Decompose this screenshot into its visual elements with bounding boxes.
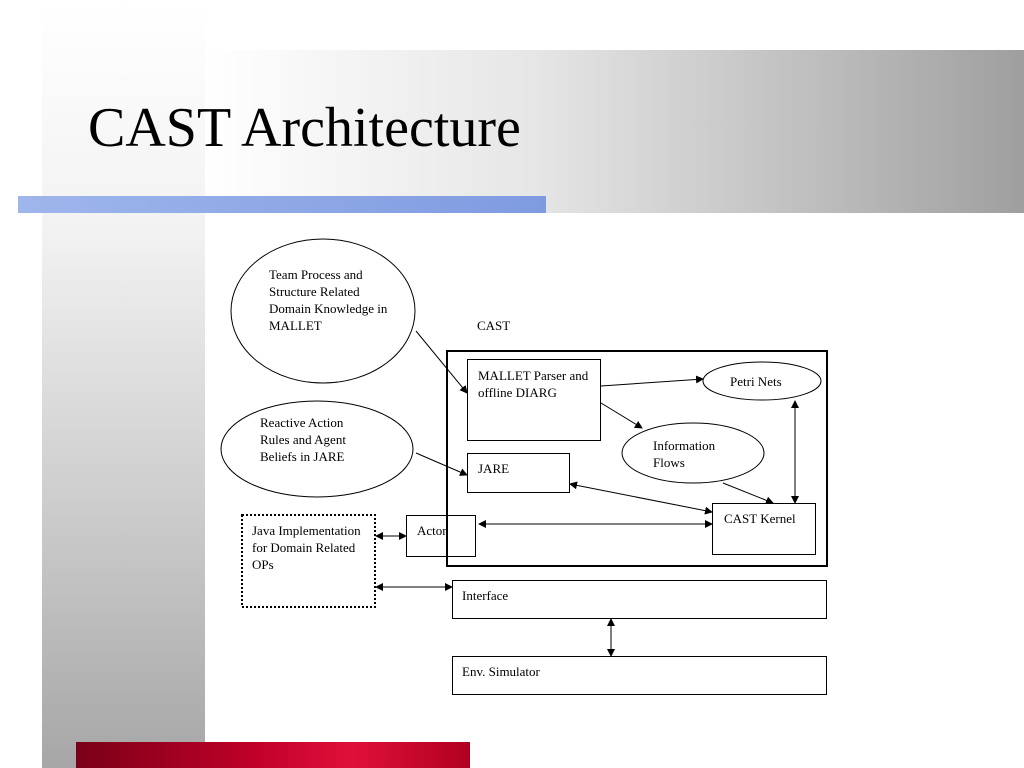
interface-box <box>452 580 827 619</box>
left-gradient-band <box>42 0 205 768</box>
actor-box <box>406 515 476 557</box>
arrow-jare-rules-to-jare <box>415 452 468 476</box>
petri-nets-label: Petri Nets <box>730 374 782 389</box>
jare-rules-label: Reactive Action Rules and Agent Beliefs … <box>260 415 346 464</box>
interface-label: Interface <box>462 588 509 603</box>
arrow-infoflows-to-kernel <box>722 482 774 505</box>
information-flows-label: Information Flows <box>653 438 716 470</box>
mallet-knowledge-label: Team Process and Structure Related Domai… <box>269 267 388 333</box>
cast-label: CAST <box>477 318 511 333</box>
arrow-parser-to-petri <box>600 375 704 387</box>
cast-kernel-box <box>712 503 816 555</box>
cast-kernel-label: CAST Kernel <box>724 511 796 526</box>
jare-box <box>467 453 570 493</box>
title-underline-bar <box>18 196 546 213</box>
java-impl-box <box>241 514 376 608</box>
jare-label: JARE <box>478 461 510 476</box>
bottom-accent-bar <box>76 742 470 768</box>
slide-title: CAST Architecture <box>88 97 521 159</box>
mallet-parser-label: MALLET Parser and offline DIARG <box>478 368 589 400</box>
cast-container <box>446 350 828 567</box>
arrow-jare-kernel <box>569 481 713 515</box>
mallet-knowledge-ellipse <box>230 238 416 384</box>
mallet-parser-box <box>467 359 601 441</box>
java-impl-label: Java Implementation for Domain Related O… <box>252 523 361 572</box>
top-gradient-band <box>205 50 1024 213</box>
arrow-mallet-to-parser <box>415 330 468 394</box>
env-simulator-label: Env. Simulator <box>462 664 540 679</box>
jare-rules-ellipse <box>220 400 414 498</box>
actor-label: Actor <box>417 523 447 538</box>
arrow-parser-to-infoflows <box>600 402 643 429</box>
env-simulator-box <box>452 656 827 695</box>
